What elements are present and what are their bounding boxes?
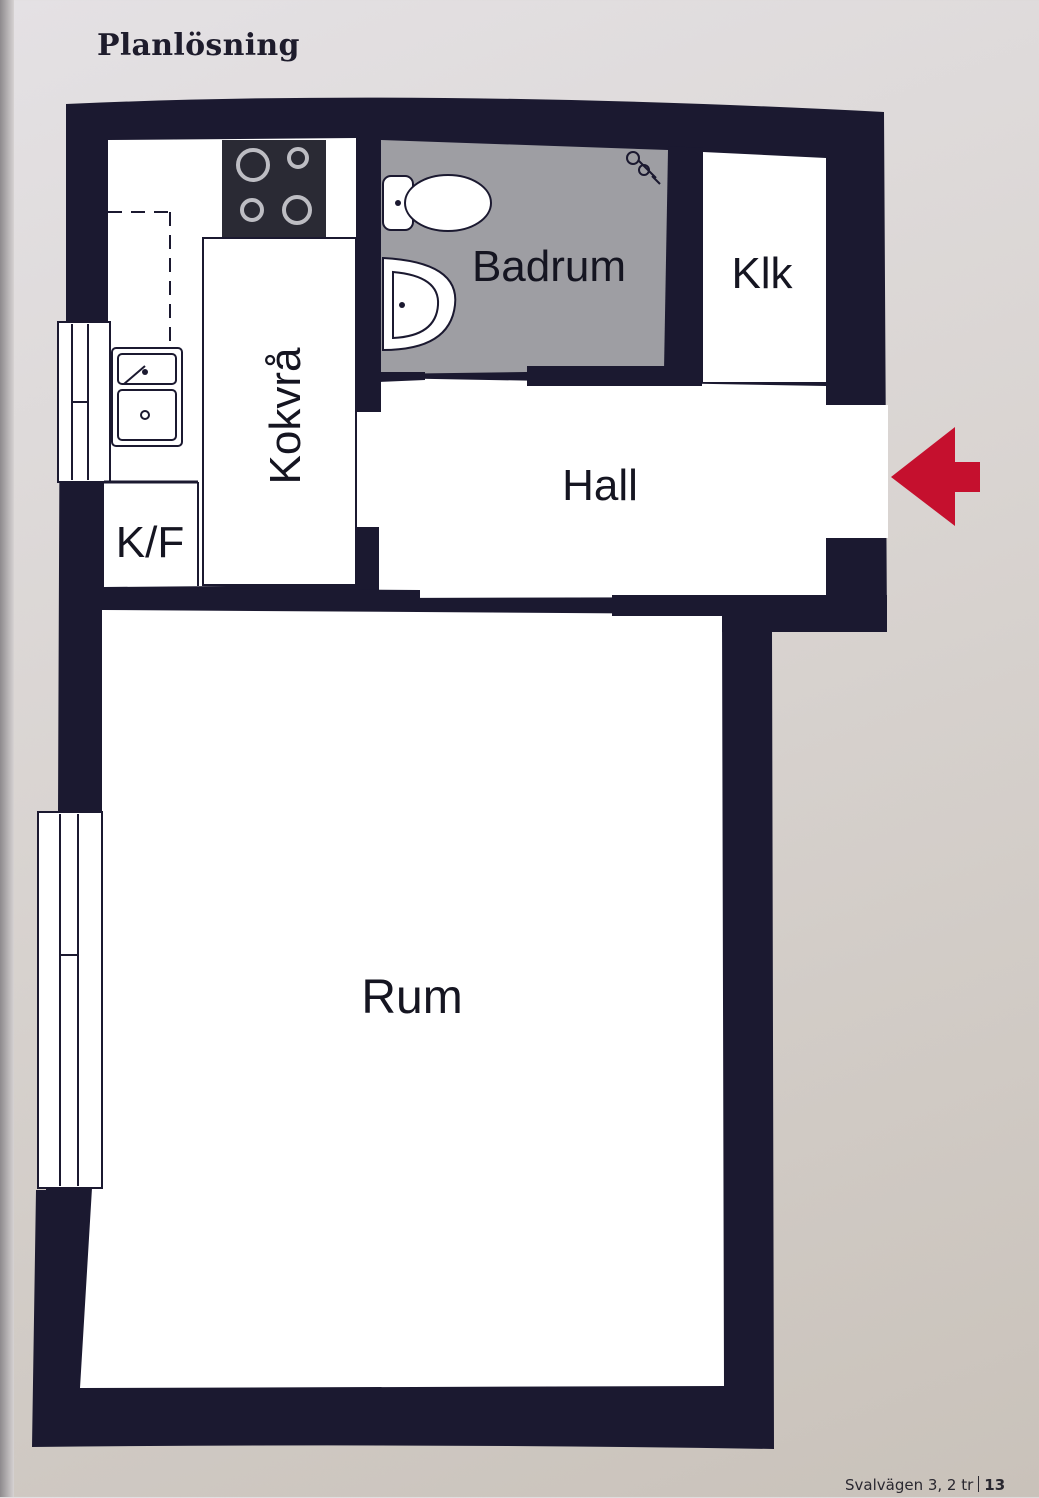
room-label-hall: Hall xyxy=(562,461,638,510)
room-label-rum: Rum xyxy=(361,971,462,1024)
page-title: Planlösning xyxy=(97,28,300,63)
toilet-icon xyxy=(382,174,492,232)
wall-kitchen-bath xyxy=(356,138,381,412)
wall-bath-closet xyxy=(668,146,703,386)
room-label-kf: K/F xyxy=(116,518,184,567)
room-floor xyxy=(80,610,724,1388)
wall-kitchen-stub xyxy=(356,527,379,598)
room-label-klk: Klk xyxy=(731,249,793,298)
book-spine-shadow xyxy=(0,0,14,1497)
shower-icon xyxy=(626,151,661,185)
page-footer: Svalvägen 3, 2 tr 13 xyxy=(845,1476,1005,1498)
fridge-outline xyxy=(108,211,171,345)
footer-address: Svalvägen 3, 2 tr xyxy=(845,1476,974,1494)
footer-page-number: 13 xyxy=(984,1476,1006,1494)
interior-walls xyxy=(98,138,887,632)
room-label-kokvra: Kokvrå xyxy=(261,347,310,484)
hall-floor xyxy=(356,378,888,598)
floor-areas xyxy=(80,138,888,1388)
wall-bath-bottom-right xyxy=(527,366,668,386)
washbasin-icon xyxy=(382,256,457,352)
window-room xyxy=(37,811,103,1189)
room-label-badrum: Badrum xyxy=(472,242,626,291)
wall-kitchen-right xyxy=(98,470,104,588)
closet-floor xyxy=(703,152,826,382)
entrance-arrow-icon xyxy=(891,427,980,526)
kitchen-counter xyxy=(202,237,357,586)
footer-separator xyxy=(978,1476,980,1492)
sink-icon xyxy=(111,347,183,447)
stove-icon xyxy=(222,140,326,237)
window-kitchen xyxy=(57,321,111,483)
wall-room-top-right xyxy=(612,595,887,632)
wall-bath-bottom-left xyxy=(379,372,425,382)
wall-room-top-left xyxy=(98,588,420,610)
